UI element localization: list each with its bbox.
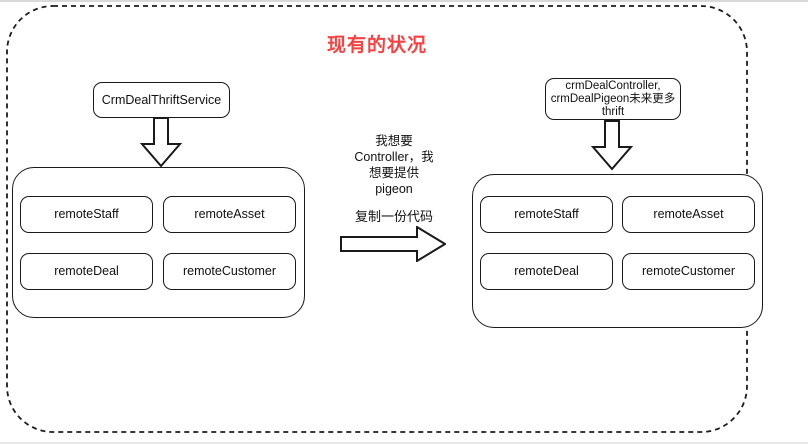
note-line: 想要提供 bbox=[368, 166, 419, 180]
note-line: pigeon bbox=[375, 182, 413, 196]
down-arrow-icon bbox=[590, 120, 634, 171]
diagram-title: 现有的状况 bbox=[326, 35, 427, 56]
node-crmdealcontroller: crmDealController, crmDealPigeon未来更多 thr… bbox=[545, 78, 681, 120]
right-arrow-icon bbox=[340, 226, 446, 262]
note-line: 我想要 bbox=[375, 134, 413, 148]
module-box-remote-asset: remoteAsset bbox=[163, 196, 296, 233]
service-line: crmDealPigeon未来更多 bbox=[550, 92, 676, 105]
node-crmdealthriftservice: CrmDealThriftService bbox=[93, 82, 230, 118]
service-line: thrift bbox=[601, 105, 625, 118]
service-line: crmDealController, bbox=[565, 79, 661, 92]
module-box-remote-deal: remoteDeal bbox=[480, 253, 613, 290]
copy-code-label: 复制一份代码 bbox=[354, 209, 433, 224]
module-box-remote-asset: remoteAsset bbox=[622, 196, 755, 233]
window-top-edge bbox=[0, 0, 808, 2]
note-line: Controller，我 bbox=[354, 150, 434, 164]
module-box-remote-customer: remoteCustomer bbox=[163, 253, 296, 290]
left-service-container bbox=[12, 167, 305, 318]
window-bottom-edge bbox=[0, 442, 808, 444]
middle-note: 我想要 Controller，我 想要提供 pigeon bbox=[330, 133, 458, 197]
module-box-remote-staff: remoteStaff bbox=[480, 196, 613, 233]
module-box-remote-staff: remoteStaff bbox=[20, 196, 153, 233]
module-box-remote-deal: remoteDeal bbox=[20, 253, 153, 290]
module-box-remote-customer: remoteCustomer bbox=[622, 253, 755, 290]
down-arrow-icon bbox=[139, 117, 183, 168]
